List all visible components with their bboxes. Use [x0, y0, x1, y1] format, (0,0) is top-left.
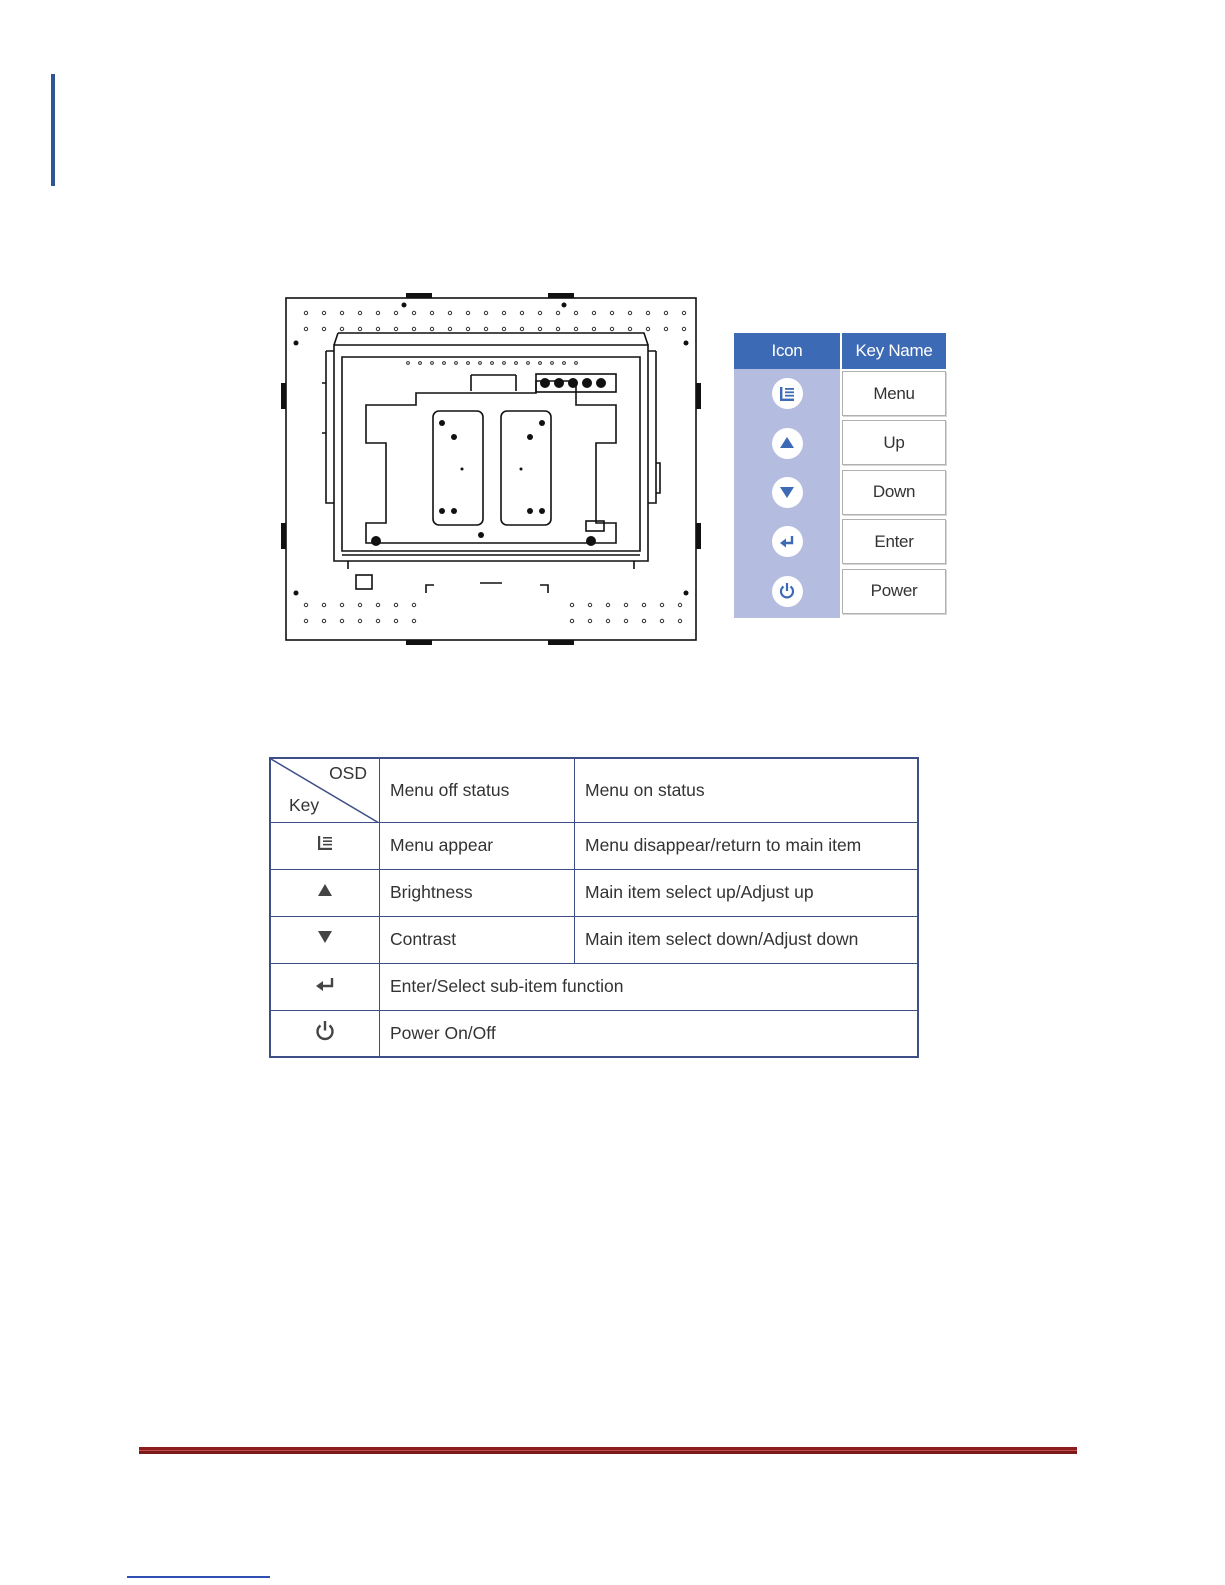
footer-rule: [139, 1447, 1077, 1454]
row-icon-cell: [270, 963, 380, 1010]
up-arrow-icon: [772, 428, 803, 459]
table-row: Brightness Main item select up/Adjust up: [270, 869, 918, 916]
key-name-enter: Enter: [842, 519, 946, 564]
power-icon: [772, 576, 803, 607]
header-icon-label: Icon: [734, 333, 840, 369]
key-legend-header: Icon Key Name: [734, 333, 946, 369]
table-row: Enter/Select sub-item function: [270, 963, 918, 1010]
cell-span: Enter/Select sub-item function: [380, 963, 919, 1010]
key-name-up: Up: [842, 420, 946, 465]
header-menu-on: Menu on status: [575, 758, 919, 822]
corner-key-label: Key: [289, 795, 319, 816]
up-arrow-icon: [316, 882, 334, 902]
cell-off: Contrast: [380, 916, 575, 963]
monitor-rear-diagram: [276, 293, 706, 649]
key-name-power: Power: [842, 569, 946, 614]
key-legend: Icon Key Name Menu Up Down Enter: [734, 333, 946, 618]
cell-off: Menu appear: [380, 822, 575, 869]
corner-osd-label: OSD: [329, 763, 367, 784]
cell-on: Main item select down/Adjust down: [575, 916, 919, 963]
header-menu-off: Menu off status: [380, 758, 575, 822]
cell-off: Brightness: [380, 869, 575, 916]
header-key-name-label: Key Name: [842, 333, 946, 369]
key-name-down: Down: [842, 470, 946, 515]
table-row: Menu appear Menu disappear/return to mai…: [270, 822, 918, 869]
footer-link-underline: [127, 1576, 270, 1578]
down-arrow-icon: [772, 477, 803, 508]
enter-icon: [772, 526, 803, 557]
row-icon-cell: [270, 1010, 380, 1057]
cell-span: Power On/Off: [380, 1010, 919, 1057]
enter-icon: [314, 977, 336, 997]
corner-header-cell: OSD Key: [270, 758, 380, 822]
row-icon-cell: [270, 916, 380, 963]
table-row: Contrast Main item select down/Adjust do…: [270, 916, 918, 963]
key-legend-name-column: Menu Up Down Enter Power: [842, 369, 946, 618]
menu-icon: [316, 836, 334, 856]
down-arrow-icon: [316, 929, 334, 949]
power-icon: [313, 1027, 337, 1047]
table-row: Power On/Off: [270, 1010, 918, 1057]
row-icon-cell: [270, 822, 380, 869]
cell-on: Main item select up/Adjust up: [575, 869, 919, 916]
menu-icon: [772, 378, 803, 409]
cell-on: Menu disappear/return to main item: [575, 822, 919, 869]
row-icon-cell: [270, 869, 380, 916]
osd-function-table: OSD Key Menu off status Menu on status M…: [269, 757, 919, 1058]
key-legend-icon-column: [734, 369, 840, 618]
left-accent-rule: [51, 74, 55, 186]
table-header-row: OSD Key Menu off status Menu on status: [270, 758, 918, 822]
key-name-menu: Menu: [842, 371, 946, 416]
